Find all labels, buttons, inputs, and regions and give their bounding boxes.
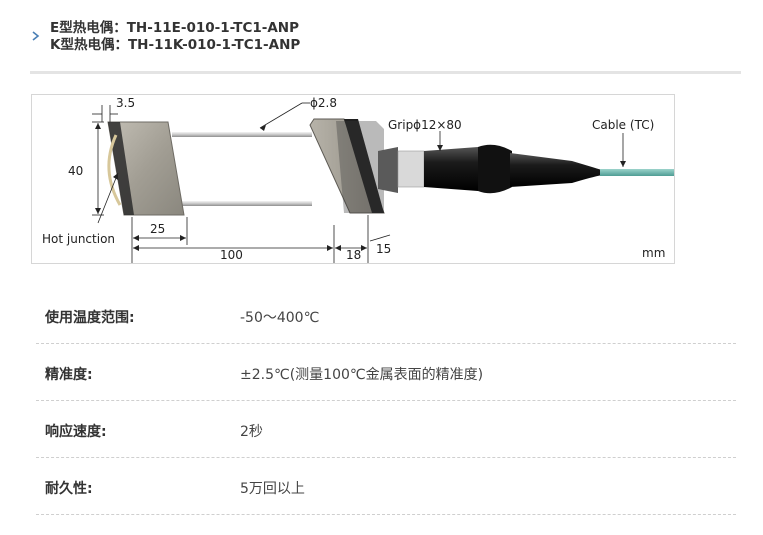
grip-label: Gripϕ12×80 [388, 118, 462, 132]
hot-junction-label: Hot junction [42, 232, 115, 246]
product-diagram: 3.5 ϕ2.8 Gripϕ12×80 Cable (TC) 40 25 Hot… [31, 94, 675, 264]
spec-label: 精准度: [45, 367, 93, 383]
spec-row-accuracy: 精准度: ±2.5℃(测量100℃金属表面的精准度) [36, 344, 736, 401]
dim-18-label: 18 [346, 248, 361, 262]
model-line-e-type: E型热电偶：TH-11E-010-1-TC1-ANP [50, 20, 299, 36]
cable-label: Cable (TC) [592, 118, 654, 132]
chevron-right-icon [32, 31, 40, 41]
spec-table: 使用温度范围: -50～400℃ 精准度: ±2.5℃(测量100℃金属表面的精… [36, 287, 736, 515]
spec-label: 响应速度: [45, 424, 107, 440]
spec-row-durability: 耐久性: 5万回以上 [36, 458, 736, 515]
grip-label-band [397, 150, 425, 188]
spec-label: 耐久性: [45, 481, 93, 497]
dim-40-label: 40 [68, 164, 83, 178]
spec-label: 使用温度范围: [45, 310, 135, 326]
dim-phi-2-8-label: ϕ2.8 [310, 96, 337, 110]
spec-row-response-speed: 响应速度: 2秒 [36, 401, 736, 458]
dim-100-label: 100 [220, 248, 243, 262]
spec-value: 2秒 [240, 424, 263, 440]
dim-15-label: 15 [376, 242, 391, 256]
spec-value: ±2.5℃(测量100℃金属表面的精准度) [240, 367, 484, 383]
header-divider [30, 71, 741, 74]
unit-label: mm [642, 246, 665, 260]
cable [600, 169, 674, 176]
guide-rod-lower [172, 201, 312, 206]
dim-3-5-label: 3.5 [116, 96, 135, 110]
model-line-k-type: K型热电偶：TH-11K-010-1-TC1-ANP [50, 37, 301, 53]
dim-25-label: 25 [150, 222, 165, 236]
guide-rod-upper [172, 132, 312, 137]
spec-value: 5万回以上 [240, 481, 305, 497]
spec-row-temperature-range: 使用温度范围: -50～400℃ [36, 287, 736, 344]
spec-value: -50～400℃ [240, 310, 320, 326]
